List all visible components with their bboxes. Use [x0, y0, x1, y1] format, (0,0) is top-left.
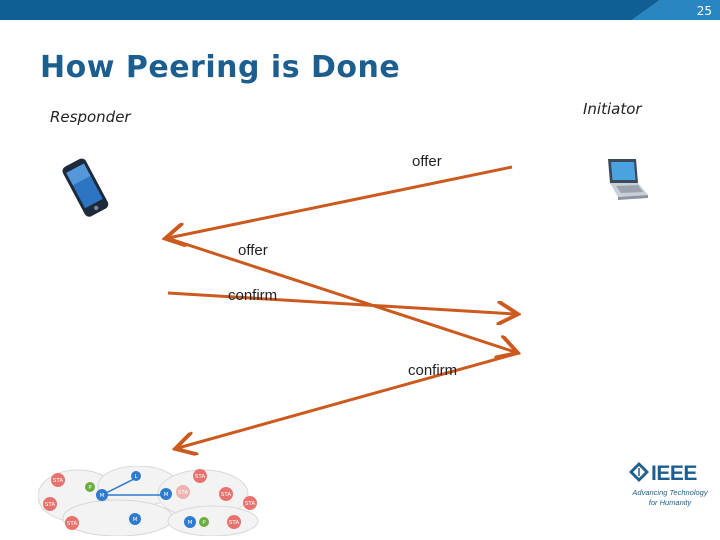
svg-text:STA: STA [195, 474, 205, 480]
svg-text:STA: STA [221, 492, 231, 498]
svg-text:P: P [202, 520, 206, 526]
sta-node [227, 515, 241, 529]
svg-text:M: M [133, 517, 138, 523]
svg-text:STA: STA [245, 501, 255, 507]
sta-node [65, 516, 79, 530]
message-label-confirm-1: confirm [228, 287, 278, 304]
arrow-offer-1 [168, 165, 513, 238]
slide-title: How Peering is Done [40, 50, 401, 85]
initiator-label: Initiator [583, 100, 642, 118]
ieee-tagline: Advancing Technology for Humanity [630, 488, 710, 508]
mesh-node [129, 513, 141, 525]
tagline-line-2: for Humanity [648, 498, 692, 507]
svg-text:STA: STA [45, 502, 55, 508]
link-node [131, 471, 141, 481]
message-label-confirm-2: confirm [408, 362, 458, 379]
arrow-offer-2 [169, 237, 515, 352]
mesh-network-illustration: STA P L STA STA M M STA STA STA STA M M … [38, 466, 259, 536]
tagline-line-1: Advancing Technology [632, 488, 708, 497]
svg-text:STA: STA [67, 521, 77, 527]
sta-node [193, 469, 207, 483]
svg-text:STA: STA [53, 478, 63, 484]
svg-text:M: M [164, 492, 169, 498]
svg-text:M: M [100, 493, 105, 499]
mesh-node [96, 489, 108, 501]
header-bar-light [632, 0, 720, 20]
page-number: 25 [696, 4, 712, 18]
smartphone-icon [62, 158, 109, 217]
message-label-offer-2: offer [238, 242, 268, 259]
sta-node [219, 487, 233, 501]
sta-node [176, 485, 190, 499]
sta-node [243, 496, 257, 510]
svg-text:STA: STA [178, 490, 188, 496]
arrow-confirm-1 [167, 291, 515, 314]
header-bar-blue [0, 0, 660, 20]
svg-text:P: P [88, 485, 92, 491]
portal-node [199, 517, 209, 527]
sta-node [43, 497, 57, 511]
portal-node [85, 482, 95, 492]
mesh-node [160, 488, 172, 500]
svg-text:M: M [188, 520, 193, 526]
mesh-node [184, 516, 196, 528]
message-label-offer-1: offer [412, 153, 442, 170]
svg-text:STA: STA [229, 520, 239, 526]
header-bar [0, 0, 720, 20]
sta-node [51, 473, 65, 487]
laptop-icon [608, 159, 648, 200]
svg-text:L: L [134, 474, 138, 480]
responder-label: Responder [50, 108, 131, 126]
ieee-logo-icon [629, 462, 649, 482]
ieee-brand-text: IEEE [651, 462, 697, 485]
arrow-confirm-2 [178, 352, 516, 448]
